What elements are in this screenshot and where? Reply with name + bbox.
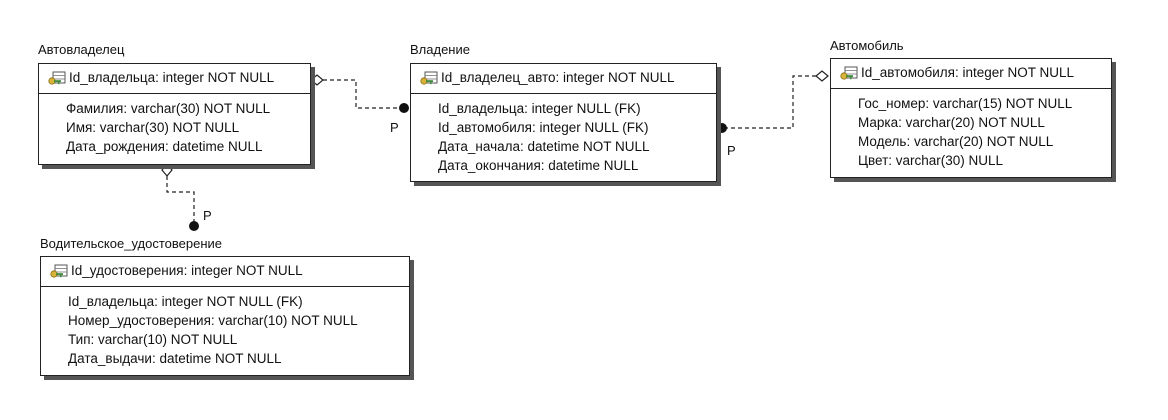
primary-key-attribute: Id_автомобиля: integer NOT NULL [861, 65, 1074, 80]
entity-title: Владение [410, 42, 470, 57]
cardinality-label: P [727, 143, 736, 158]
primary-key-attribute: Id_удостоверения: integer NOT NULL [71, 263, 303, 278]
diamond-owner-ownership [310, 74, 324, 86]
attribute: Номер_удостоверения: varchar(10) NOT NUL… [68, 313, 358, 328]
cardinality-label: P [203, 208, 212, 223]
entity-title: Автовладелец [38, 42, 125, 57]
attribute: Модель: varchar(20) NOT NULL [858, 134, 1054, 149]
entity-title: Водительское_удостоверение [40, 236, 222, 251]
attribute: Тип: varchar(10) NOT NULL [68, 332, 238, 347]
diamond-owner-license [161, 163, 173, 177]
primary-key-section: Id_удостоверения: integer NOT NULL [41, 257, 409, 287]
attribute: Id_автомобиля: integer NULL (FK) [438, 120, 649, 135]
cardinality-label: P [390, 120, 399, 135]
key-table-icon [420, 71, 438, 85]
primary-key-section: Id_владелец_авто: integer NOT NULL [411, 64, 716, 94]
primary-key-section: Id_владельца: integer NOT NULL [39, 64, 310, 94]
entity-box[interactable]: Id_удостоверения: integer NOT NULL Id_вл… [40, 256, 410, 376]
attribute: Дата_окончания: datetime NULL [438, 158, 639, 173]
attribute-list: Id_владельца: integer NULL (FK) Id_автом… [438, 99, 712, 175]
attribute: Гос_номер: varchar(15) NOT NULL [858, 96, 1073, 111]
attribute: Дата_начала: datetime NOT NULL [438, 139, 650, 154]
primary-key-attribute: Id_владелец_авто: integer NOT NULL [441, 70, 675, 85]
diamond-car-ownership [815, 70, 829, 82]
attribute: Дата_выдачи: datetime NOT NULL [68, 351, 282, 366]
relationship-owner-ownership [310, 74, 409, 113]
relationship-owner-license [161, 163, 199, 231]
dot-owner-ownership [399, 103, 409, 113]
attribute-list: Id_владельца: integer NOT NULL (FK) Номе… [68, 292, 405, 368]
relationship-car-ownership [717, 70, 829, 133]
attribute: Марка: varchar(20) NOT NULL [858, 115, 1045, 130]
attribute-list: Фамилия: varchar(30) NOT NULL Имя: varch… [66, 99, 306, 156]
key-table-icon [840, 66, 858, 80]
entity-box[interactable]: Id_владельца: integer NOT NULL Фамилия: … [38, 63, 311, 165]
entity-box[interactable]: Id_владелец_авто: integer NOT NULL Id_вл… [410, 63, 717, 182]
attribute-list: Гос_номер: varchar(15) NOT NULL Марка: v… [858, 94, 1107, 170]
attribute: Дата_рождения: datetime NULL [66, 139, 263, 154]
dot-car-ownership [717, 123, 727, 133]
primary-key-section: Id_автомобиля: integer NOT NULL [831, 59, 1111, 89]
key-table-icon [48, 71, 66, 85]
attribute: Цвет: varchar(30) NULL [858, 153, 1004, 168]
dot-owner-license [189, 221, 199, 231]
attribute: Фамилия: varchar(30) NOT NULL [66, 101, 271, 116]
primary-key-attribute: Id_владельца: integer NOT NULL [69, 70, 275, 85]
key-table-icon [50, 264, 68, 278]
attribute: Id_владельца: integer NOT NULL (FK) [68, 294, 303, 309]
attribute: Имя: varchar(30) NOT NULL [66, 120, 240, 135]
attribute: Id_владельца: integer NULL (FK) [438, 101, 641, 116]
entity-box[interactable]: Id_автомобиля: integer NOT NULL Гос_номе… [830, 58, 1112, 178]
entity-title: Автомобиль [830, 38, 904, 53]
